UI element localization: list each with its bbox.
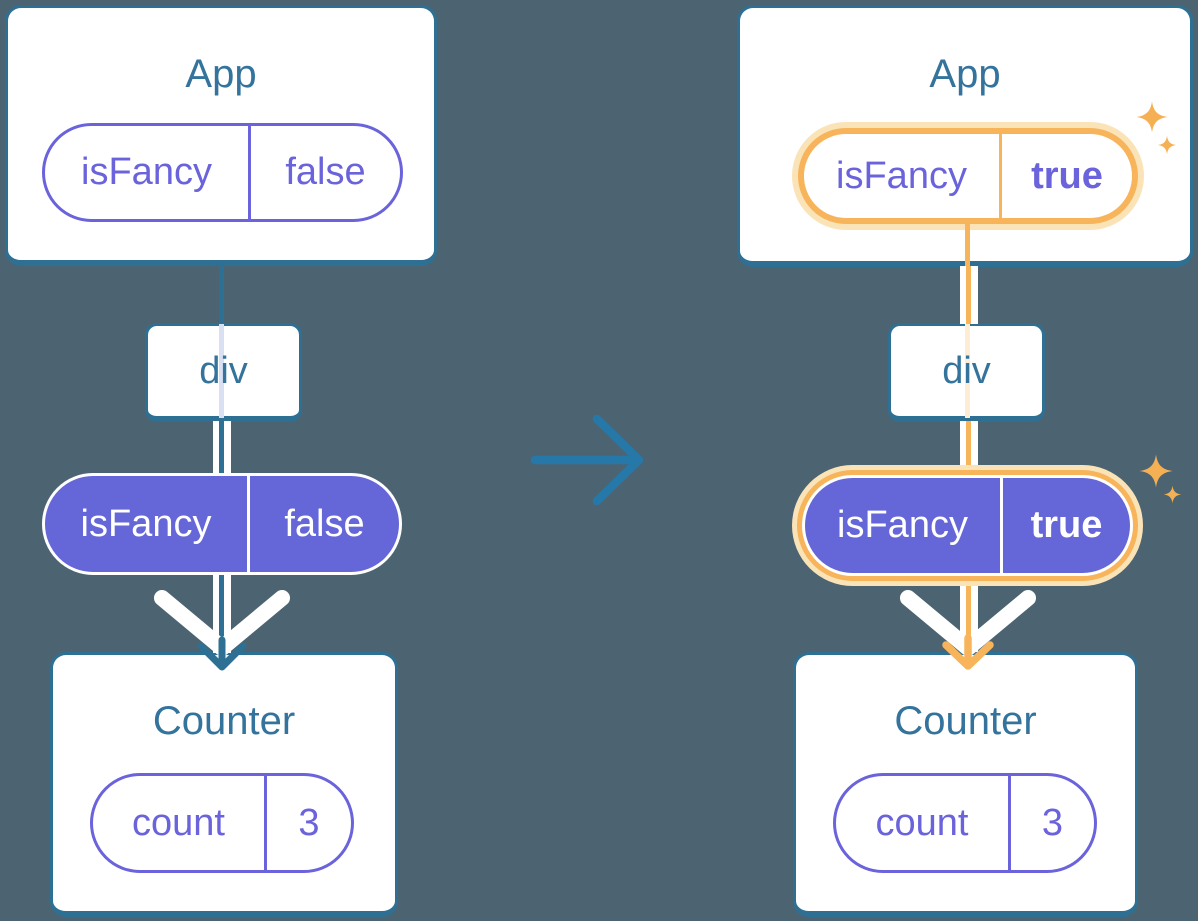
prop-name-cell: isFancy: [805, 478, 1000, 573]
state-name-cell: count: [836, 776, 1008, 870]
prop-name-cell: isFancy: [45, 126, 248, 219]
state-value-cell: 3: [1008, 776, 1094, 870]
edge-pill-to-card-bottom: [965, 224, 970, 268]
passed-prop-pill-highlighted: isFancy true: [802, 475, 1133, 576]
arrow-right-icon: [530, 414, 644, 506]
prop-pipe-core: [966, 266, 971, 324]
state-value: 3: [298, 801, 320, 844]
div-box: div: [145, 323, 302, 422]
prop-pill-isfancy-highlighted: isFancy true: [798, 128, 1138, 224]
prop-value: true: [1030, 504, 1103, 546]
app-card: App isFancy false: [5, 5, 437, 266]
prop-pipe: [960, 421, 978, 467]
prop-pipe: [213, 421, 231, 474]
state-name: count: [875, 801, 969, 844]
sparkle-icon: [1136, 101, 1168, 133]
edge-app-to-div: [219, 264, 224, 324]
sparkle-icon: [1157, 135, 1177, 155]
sparkle-icon: [1139, 454, 1173, 488]
prop-value-cell: true: [1000, 478, 1130, 573]
prop-pill-isfancy: isFancy false: [42, 123, 403, 222]
arrow-down-icon: [900, 590, 1036, 670]
arrow-down-icon: [154, 590, 290, 671]
prop-name: isFancy: [836, 154, 967, 197]
prop-name: isFancy: [81, 151, 212, 193]
prop-pipe-core: [219, 421, 224, 474]
prop-value: true: [1031, 154, 1103, 197]
app-title: App: [185, 52, 257, 96]
state-name: count: [132, 801, 225, 844]
prop-flow-faded-line: [219, 324, 224, 418]
prop-value: false: [284, 502, 365, 545]
prop-name: isFancy: [80, 502, 212, 545]
div-label: div: [199, 349, 248, 392]
state-name-cell: count: [93, 776, 264, 870]
prop-pipe-core: [219, 574, 224, 653]
prop-value-cell: false: [248, 126, 400, 219]
counter-card: Counter count 3: [793, 652, 1138, 917]
prop-name: isFancy: [837, 504, 968, 546]
prop-pipe-core: [966, 585, 971, 652]
counter-title: Counter: [894, 699, 1037, 743]
state-pill-count: count 3: [90, 773, 354, 873]
prop-name-cell: isFancy: [45, 476, 247, 572]
state-pill-count: count 3: [833, 773, 1097, 873]
sparkle-icon: [1163, 485, 1182, 504]
prop-value-cell: false: [247, 476, 399, 572]
passed-prop-pill: isFancy false: [42, 473, 402, 575]
prop-name-cell: isFancy: [804, 134, 999, 218]
counter-card: Counter count 3: [50, 652, 398, 917]
prop-value-cell: true: [999, 134, 1132, 218]
state-value: 3: [1041, 801, 1064, 844]
div-label: div: [942, 349, 991, 392]
state-value-cell: 3: [264, 776, 351, 870]
prop-flow-faded-line: [965, 324, 970, 418]
app-card: App isFancy true: [737, 5, 1193, 268]
counter-title: Counter: [152, 699, 296, 743]
div-box: div: [888, 323, 1045, 422]
prop-pipe-core: [966, 421, 971, 467]
prop-pipe: [960, 266, 978, 324]
prop-pipe: [213, 574, 231, 653]
prop-value: false: [285, 151, 366, 193]
app-title: App: [929, 52, 1001, 96]
